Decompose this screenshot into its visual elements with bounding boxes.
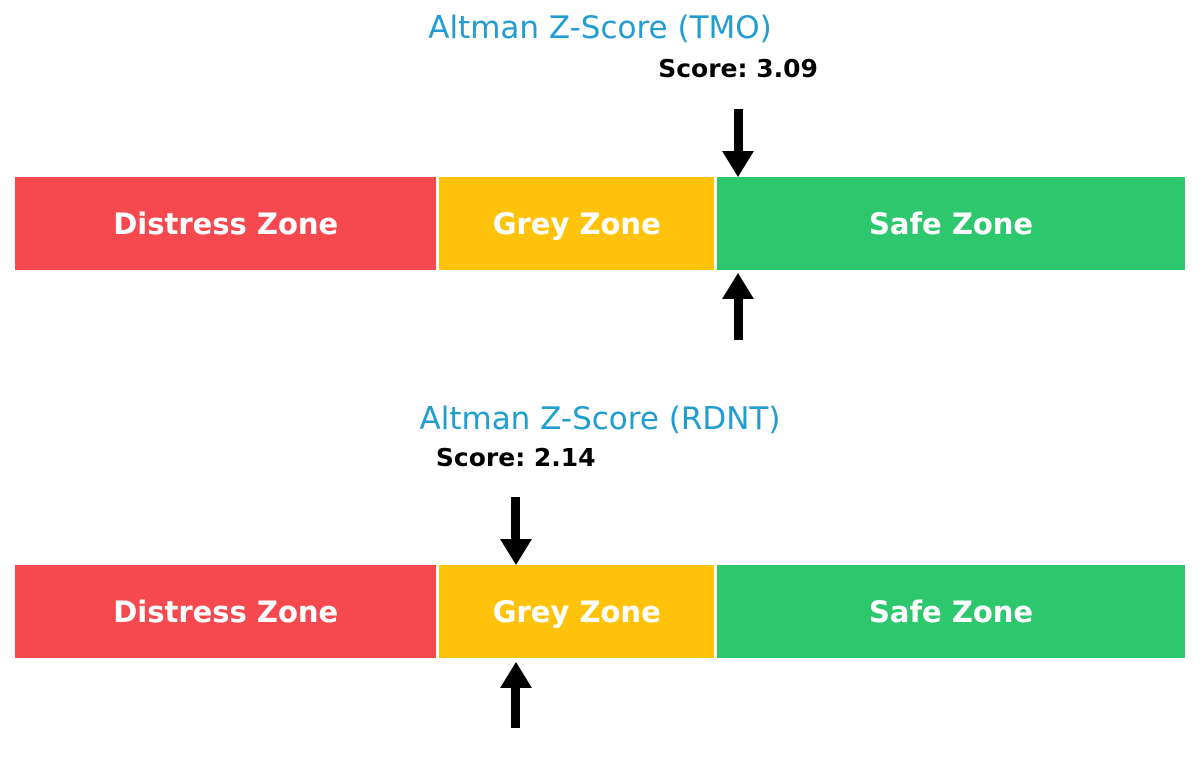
- zscore-chart-rdnt: Altman Z-Score (RDNT) Score: 2.14 Distre…: [15, 389, 1185, 774]
- zone-distress: Distress Zone: [15, 565, 437, 658]
- arrow-shaft: [733, 109, 743, 151]
- arrow-shaft: [733, 299, 743, 340]
- zone-safe: Safe Zone: [717, 177, 1185, 270]
- zone-label: Grey Zone: [492, 206, 661, 241]
- score-arrow-down-icon: [499, 497, 532, 565]
- score-label: Score: 2.14: [435, 443, 596, 472]
- zone-distress: Distress Zone: [15, 177, 437, 270]
- zone-label: Safe Zone: [868, 594, 1034, 629]
- arrow-shaft: [511, 497, 521, 539]
- chart-title: Altman Z-Score (RDNT): [419, 401, 781, 437]
- zone-label: Distress Zone: [113, 206, 339, 241]
- zone-bar: Distress Zone Grey Zone Safe Zone: [15, 565, 1185, 658]
- arrow-head: [722, 151, 755, 177]
- arrow-shaft: [511, 688, 521, 728]
- zone-bar: Distress Zone Grey Zone Safe Zone: [15, 177, 1185, 270]
- score-arrow-up-icon: [499, 662, 532, 728]
- arrow-head: [499, 539, 532, 565]
- score-label: Score: 3.09: [658, 54, 818, 83]
- arrow-head: [499, 662, 532, 688]
- score-arrow-down-icon: [722, 109, 755, 177]
- zone-label: Safe Zone: [868, 206, 1034, 241]
- chart-title: Altman Z-Score (TMO): [428, 10, 772, 46]
- zone-label: Distress Zone: [113, 594, 339, 629]
- arrow-head: [722, 273, 755, 299]
- zone-safe: Safe Zone: [717, 565, 1185, 658]
- zone-label: Grey Zone: [492, 594, 661, 629]
- zone-grey: Grey Zone: [439, 177, 715, 270]
- zscore-chart-tmo: Altman Z-Score (TMO) Score: 3.09 Distres…: [15, 0, 1185, 389]
- score-arrow-up-icon: [722, 273, 755, 340]
- zone-grey: Grey Zone: [439, 565, 715, 658]
